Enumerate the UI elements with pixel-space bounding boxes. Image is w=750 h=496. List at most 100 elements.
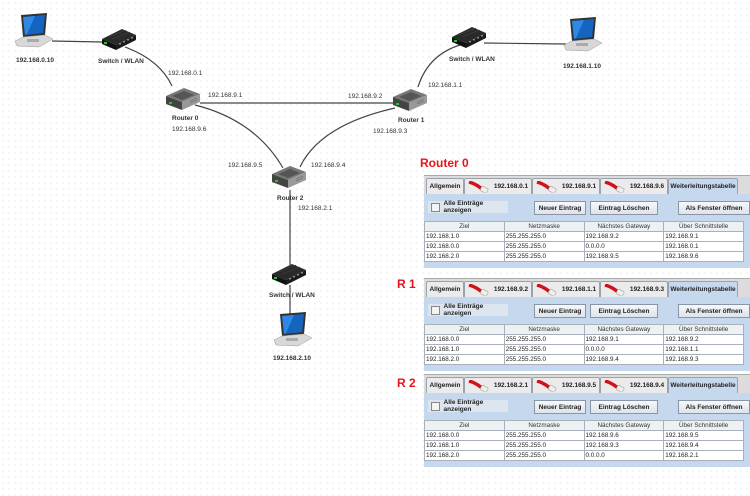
table-cell[interactable]: 255.255.255.0 xyxy=(503,334,585,345)
tab-interface[interactable]: 192.168.0.1 xyxy=(464,178,532,194)
table-cell[interactable]: 192.168.9.2 xyxy=(663,334,744,345)
checkbox-box[interactable] xyxy=(431,305,440,315)
show-all-entries-checkbox[interactable]: Alle Einträge anzeigen xyxy=(428,303,508,317)
tab-weiterleitungstabelle[interactable]: Weiterleitungstabelle xyxy=(668,377,738,393)
router1-icon[interactable] xyxy=(391,85,429,118)
switch2-icon[interactable] xyxy=(270,262,308,291)
table-cell[interactable]: 192.168.0.1 xyxy=(663,241,744,252)
table-cell[interactable]: 192.168.9.5 xyxy=(663,430,744,441)
table-cell[interactable]: 192.168.2.0 xyxy=(424,354,505,365)
table-cell[interactable]: 255.255.255.0 xyxy=(503,440,585,451)
new-entry-button[interactable]: Neuer Eintrag xyxy=(534,400,586,414)
router0-icon[interactable] xyxy=(164,84,202,117)
laptop1-icon[interactable] xyxy=(562,17,604,58)
new-entry-button[interactable]: Neuer Eintrag xyxy=(534,201,586,215)
table-cell[interactable]: 192.168.0.0 xyxy=(424,334,505,345)
tab-weiterleitungstabelle[interactable]: Weiterleitungstabelle xyxy=(668,281,738,297)
tab-interface[interactable]: 192.168.9.5 xyxy=(532,377,600,393)
table-cell[interactable]: 192.168.1.0 xyxy=(424,344,505,355)
column-header[interactable]: Über Schnittstelle xyxy=(663,420,744,431)
tab-interface[interactable]: 192.168.9.2 xyxy=(464,281,532,297)
show-all-entries-checkbox[interactable]: Alle Einträge anzeigen xyxy=(428,399,508,413)
table-cell[interactable]: 192.168.9.6 xyxy=(583,430,665,441)
open-as-window-button[interactable]: Als Fenster öffnen xyxy=(678,304,750,318)
table-cell[interactable]: 192.168.9.4 xyxy=(663,440,744,451)
delete-entry-button[interactable]: Eintrag Löschen xyxy=(590,304,658,318)
table-cell[interactable]: 192.168.1.0 xyxy=(424,231,505,242)
tab-interface[interactable]: 192.168.1.1 xyxy=(532,281,600,297)
table-cell[interactable]: 192.168.9.4 xyxy=(583,354,665,365)
tab-allgemein[interactable]: Allgemein xyxy=(426,377,464,393)
table-cell[interactable]: 192.168.2.0 xyxy=(424,450,505,461)
table-cell[interactable]: 255.255.255.0 xyxy=(503,241,585,252)
table-cell[interactable]: 192.168.1.1 xyxy=(663,344,744,355)
open-as-window-button[interactable]: Als Fenster öffnen xyxy=(678,400,750,414)
switch0-icon[interactable] xyxy=(100,27,138,56)
column-header[interactable]: Nächstes Gateway xyxy=(583,420,665,431)
table-cell[interactable]: 192.168.9.3 xyxy=(583,440,665,451)
router0-ip-0: 192.168.0.1 xyxy=(168,70,203,77)
router2-icon[interactable] xyxy=(270,162,308,195)
table-cell[interactable]: 192.168.9.3 xyxy=(663,354,744,365)
laptop2-icon[interactable] xyxy=(272,312,314,353)
table-cell[interactable]: 192.168.0.0 xyxy=(424,430,505,441)
table-cell[interactable]: 255.255.255.0 xyxy=(503,430,585,441)
table-cell[interactable]: 192.168.9.5 xyxy=(583,251,665,262)
delete-entry-button[interactable]: Eintrag Löschen xyxy=(590,201,658,215)
column-header[interactable]: Über Schnittstelle xyxy=(663,324,744,335)
tab-interface[interactable]: 192.168.9.4 xyxy=(600,377,668,393)
open-as-window-button[interactable]: Als Fenster öffnen xyxy=(678,201,750,215)
tab-interface[interactable]: 192.168.9.1 xyxy=(532,178,600,194)
network-cable-icon xyxy=(468,379,489,392)
checkbox-box[interactable] xyxy=(431,202,440,212)
table-cell[interactable]: 192.168.9.1 xyxy=(663,231,744,242)
laptop0-icon[interactable] xyxy=(13,13,55,54)
table-cell[interactable]: 0.0.0.0 xyxy=(583,241,665,252)
table-cell[interactable]: 192.168.2.1 xyxy=(663,450,744,461)
switch1-icon[interactable] xyxy=(450,25,488,54)
column-header[interactable]: Ziel xyxy=(424,420,505,431)
column-header[interactable]: Netzmaske xyxy=(503,420,585,431)
show-all-entries-checkbox[interactable]: Alle Einträge anzeigen xyxy=(428,200,508,214)
column-header[interactable]: Nächstes Gateway xyxy=(583,221,665,232)
column-header[interactable]: Netzmaske xyxy=(503,221,585,232)
column-header[interactable]: Ziel xyxy=(424,324,505,335)
column-header[interactable]: Netzmaske xyxy=(503,324,585,335)
new-entry-button[interactable]: Neuer Eintrag xyxy=(534,304,586,318)
tab-interface[interactable]: 192.168.9.6 xyxy=(600,178,668,194)
table-cell[interactable]: 192.168.0.0 xyxy=(424,241,505,252)
table-cell[interactable]: 192.168.9.1 xyxy=(583,334,665,345)
table-cell[interactable]: 192.168.9.2 xyxy=(583,231,665,242)
column-header[interactable]: Über Schnittstelle xyxy=(663,221,744,232)
table-cell[interactable]: 192.168.2.0 xyxy=(424,251,505,262)
checkbox-box[interactable] xyxy=(431,401,440,411)
table-cell[interactable]: 192.168.1.0 xyxy=(424,440,505,451)
column-header[interactable]: Ziel xyxy=(424,221,505,232)
table-cell[interactable]: 192.168.9.6 xyxy=(663,251,744,262)
table-cell[interactable]: 255.255.255.0 xyxy=(503,251,585,262)
tab-allgemein[interactable]: Allgemein xyxy=(426,178,464,194)
tab-interface[interactable]: 192.168.9.3 xyxy=(600,281,668,297)
tab-allgemein[interactable]: Allgemein xyxy=(426,281,464,297)
table-cell[interactable]: 0.0.0.0 xyxy=(583,344,665,355)
tab-weiterleitungstabelle[interactable]: Weiterleitungstabelle xyxy=(668,178,738,194)
delete-entry-button[interactable]: Eintrag Löschen xyxy=(590,400,658,414)
table-cell[interactable]: 255.255.255.0 xyxy=(503,344,585,355)
table-cell[interactable]: 255.255.255.0 xyxy=(503,231,585,242)
table-cell[interactable]: 255.255.255.0 xyxy=(503,450,585,461)
table-cell[interactable]: 0.0.0.0 xyxy=(583,450,665,461)
tab-interface[interactable]: 192.168.2.1 xyxy=(464,377,532,393)
column-header[interactable]: Nächstes Gateway xyxy=(583,324,665,335)
table-cell[interactable]: 255.255.255.0 xyxy=(503,354,585,365)
tab-label: 192.168.2.1 xyxy=(493,382,529,389)
